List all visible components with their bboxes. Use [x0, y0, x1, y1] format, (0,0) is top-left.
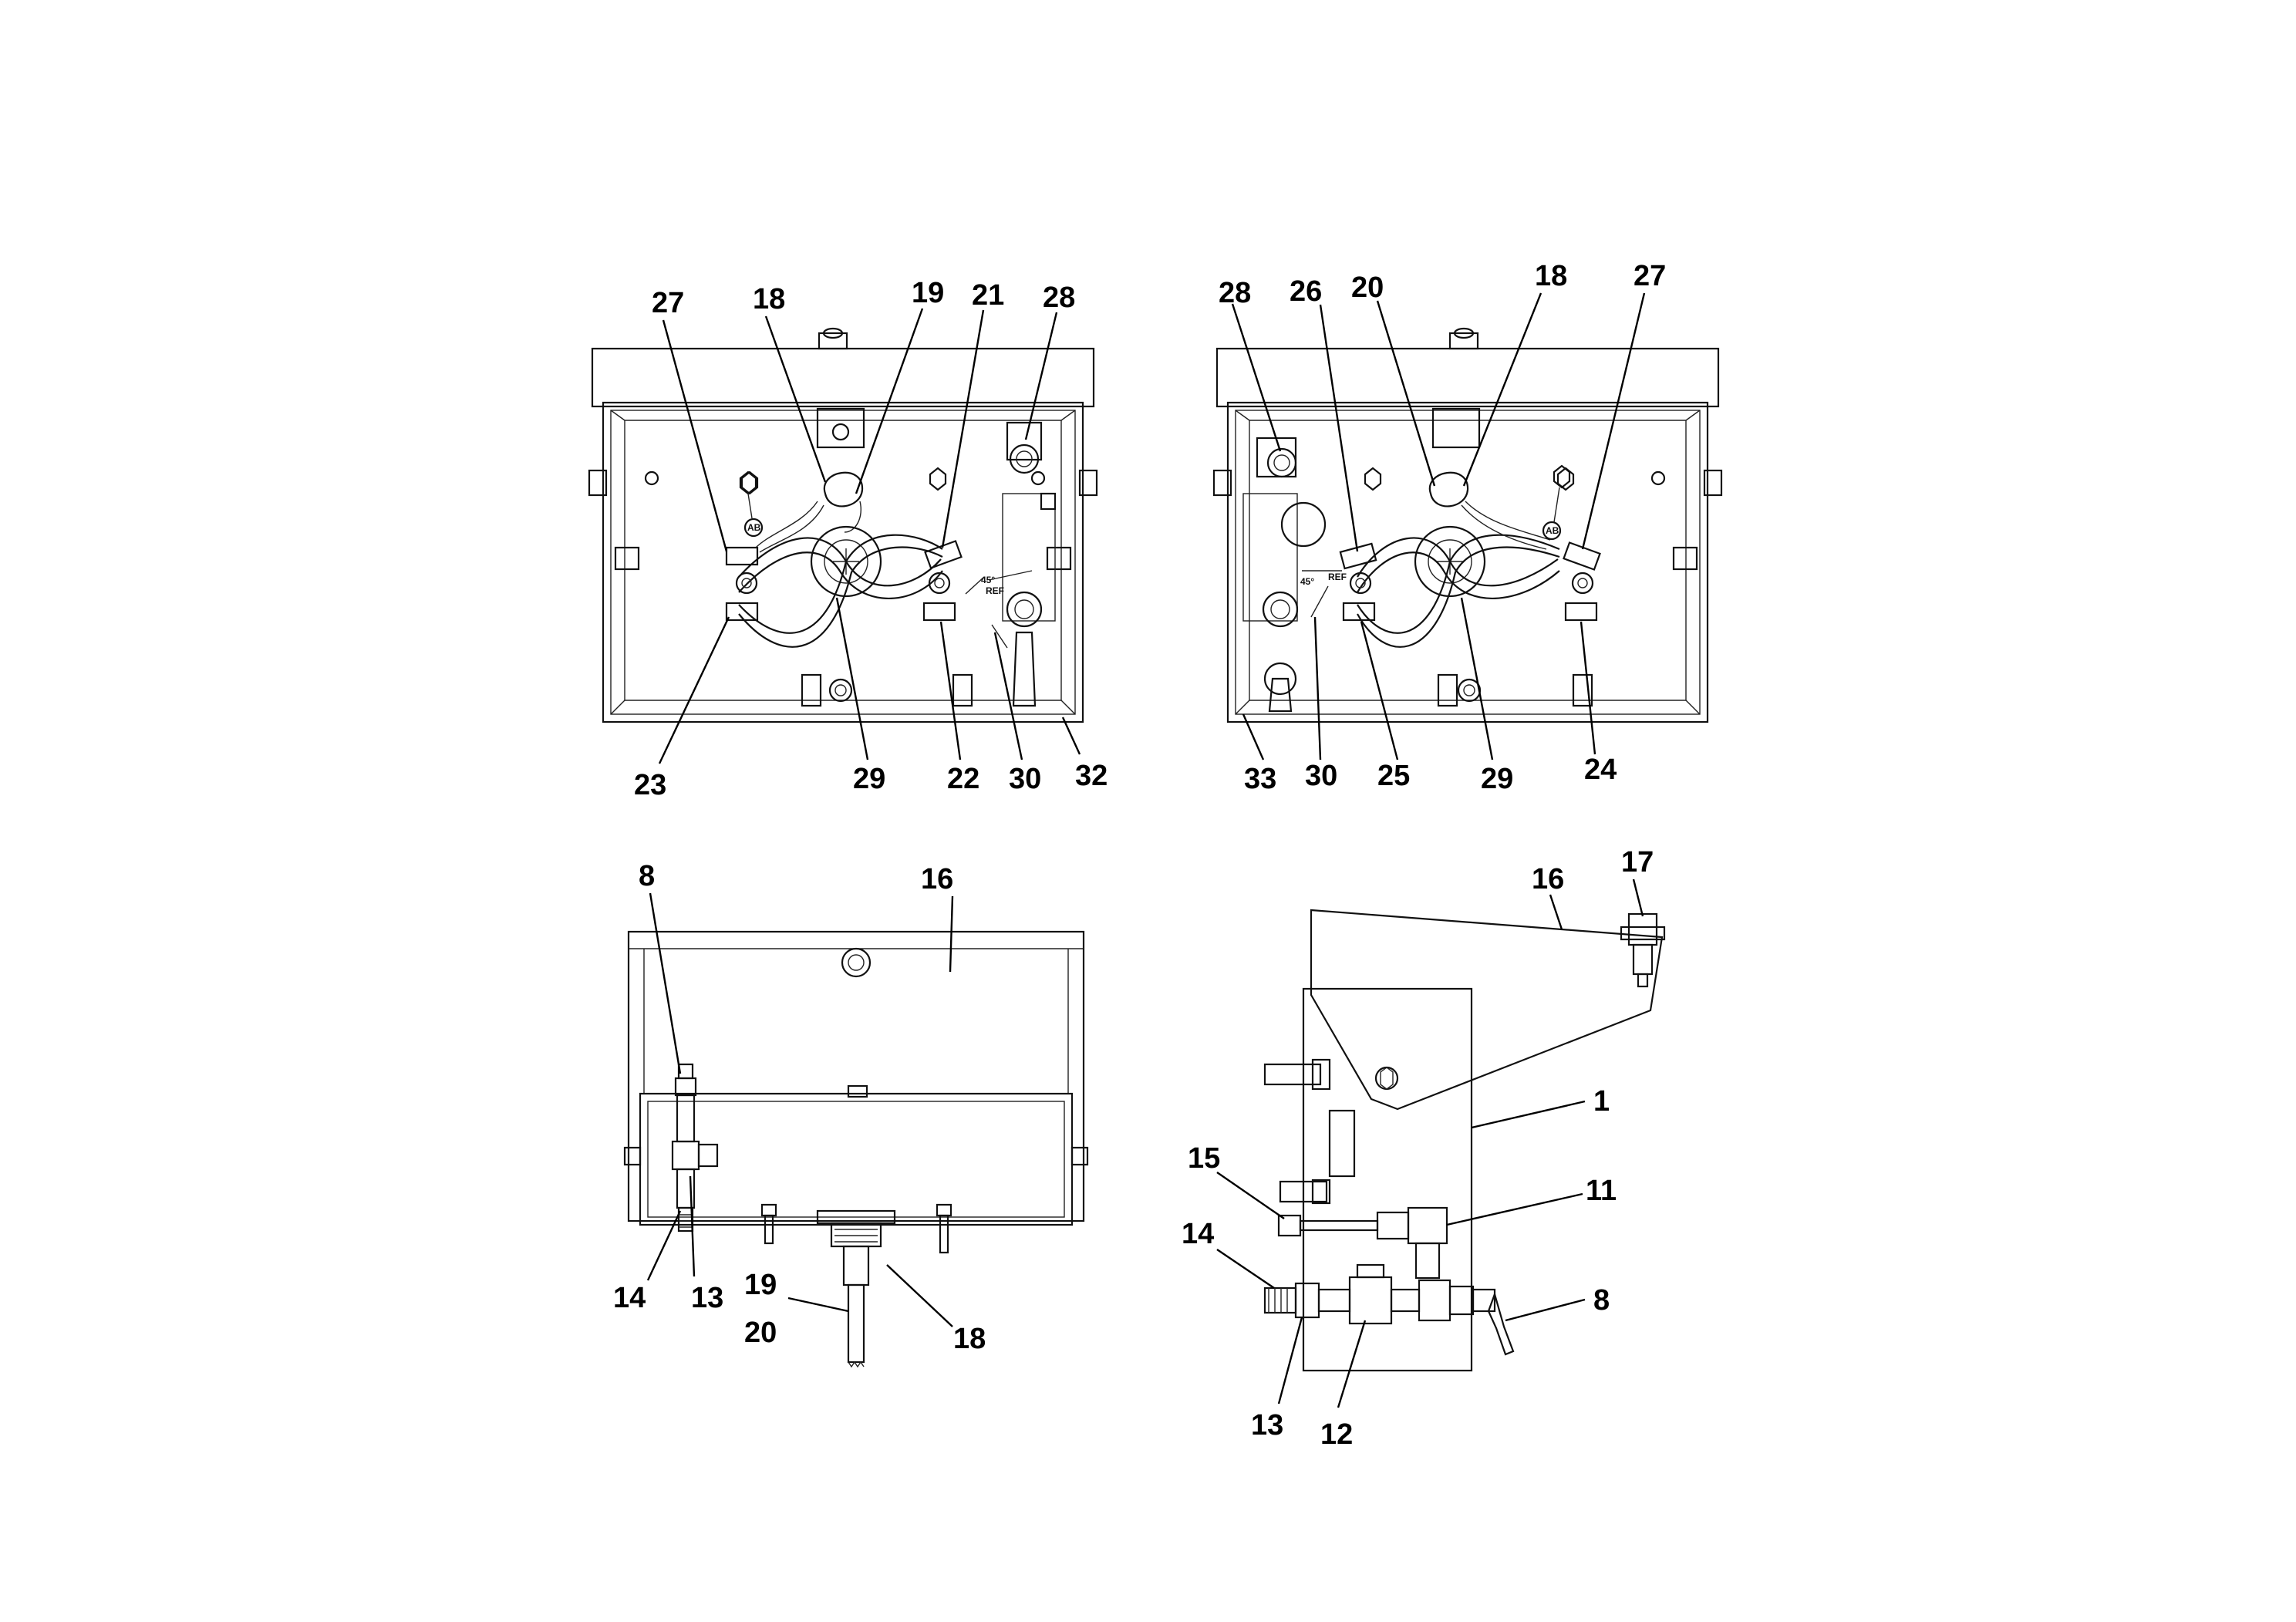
top-right-view: AB 45° REF 28 26 20 18 27 33 30 25 29 24	[1212, 260, 1723, 795]
callout-23: 23	[634, 769, 666, 801]
callout-17: 17	[1621, 846, 1654, 878]
callout-21: 21	[972, 279, 1004, 312]
callout-15: 15	[1188, 1142, 1220, 1175]
callout-16-bl: 16	[921, 863, 953, 895]
callout-13-bl: 13	[691, 1282, 723, 1314]
top-left-view: AB 45° REF 27 18 19 21 28 23 29 22 30 32	[588, 277, 1108, 801]
callout-16-br: 16	[1532, 863, 1564, 895]
callout-14-bl: 14	[613, 1282, 646, 1314]
callout-22: 22	[947, 763, 979, 795]
callout-12: 12	[1320, 1418, 1353, 1451]
lid-outline	[591, 347, 1095, 408]
ab-tag-circle	[743, 518, 764, 538]
callout-13-br: 13	[1251, 1409, 1283, 1442]
callout-32: 32	[1075, 760, 1108, 792]
callout-1: 1	[1593, 1085, 1610, 1118]
callout-19-bl: 19	[744, 1269, 777, 1301]
bottom-left-view: 8 16 14 13 19 20 18	[613, 860, 1089, 1368]
callout-29-right: 29	[1481, 763, 1513, 795]
callout-24: 24	[1584, 754, 1617, 786]
callout-18-bl: 18	[953, 1323, 986, 1355]
callout-8-bl: 8	[639, 860, 655, 892]
callout-8-br: 8	[1593, 1284, 1610, 1317]
enclosure-outline	[602, 401, 1084, 723]
angle-label: 45°	[981, 575, 995, 585]
ref-label: REF	[986, 585, 1004, 596]
callout-20-bl: 20	[744, 1317, 777, 1349]
callout-18-right: 18	[1535, 260, 1567, 292]
ref-label-right: REF	[1328, 572, 1347, 582]
callout-30-right: 30	[1305, 760, 1337, 792]
callout-11: 11	[1586, 1175, 1617, 1207]
callout-18: 18	[753, 283, 785, 315]
ab-tag-label-right: AB	[1546, 525, 1559, 536]
angle-label-right: 45°	[1300, 576, 1314, 587]
ab-tag-label: AB	[747, 522, 761, 533]
bottom-right-view: 17 16 1 15 11 14 8 13 12	[1182, 846, 1666, 1451]
callout-27: 27	[652, 287, 684, 319]
callout-33: 33	[1244, 763, 1276, 795]
callout-14-br: 14	[1182, 1218, 1214, 1250]
callout-27-right: 27	[1633, 260, 1666, 292]
callout-20: 20	[1351, 271, 1384, 304]
callout-19: 19	[912, 277, 944, 309]
callout-28-right: 28	[1219, 277, 1251, 309]
callout-25: 25	[1377, 760, 1410, 792]
callout-30: 30	[1009, 763, 1041, 795]
callout-29: 29	[853, 763, 885, 795]
callout-28: 28	[1043, 282, 1075, 314]
callout-26: 26	[1290, 275, 1322, 308]
